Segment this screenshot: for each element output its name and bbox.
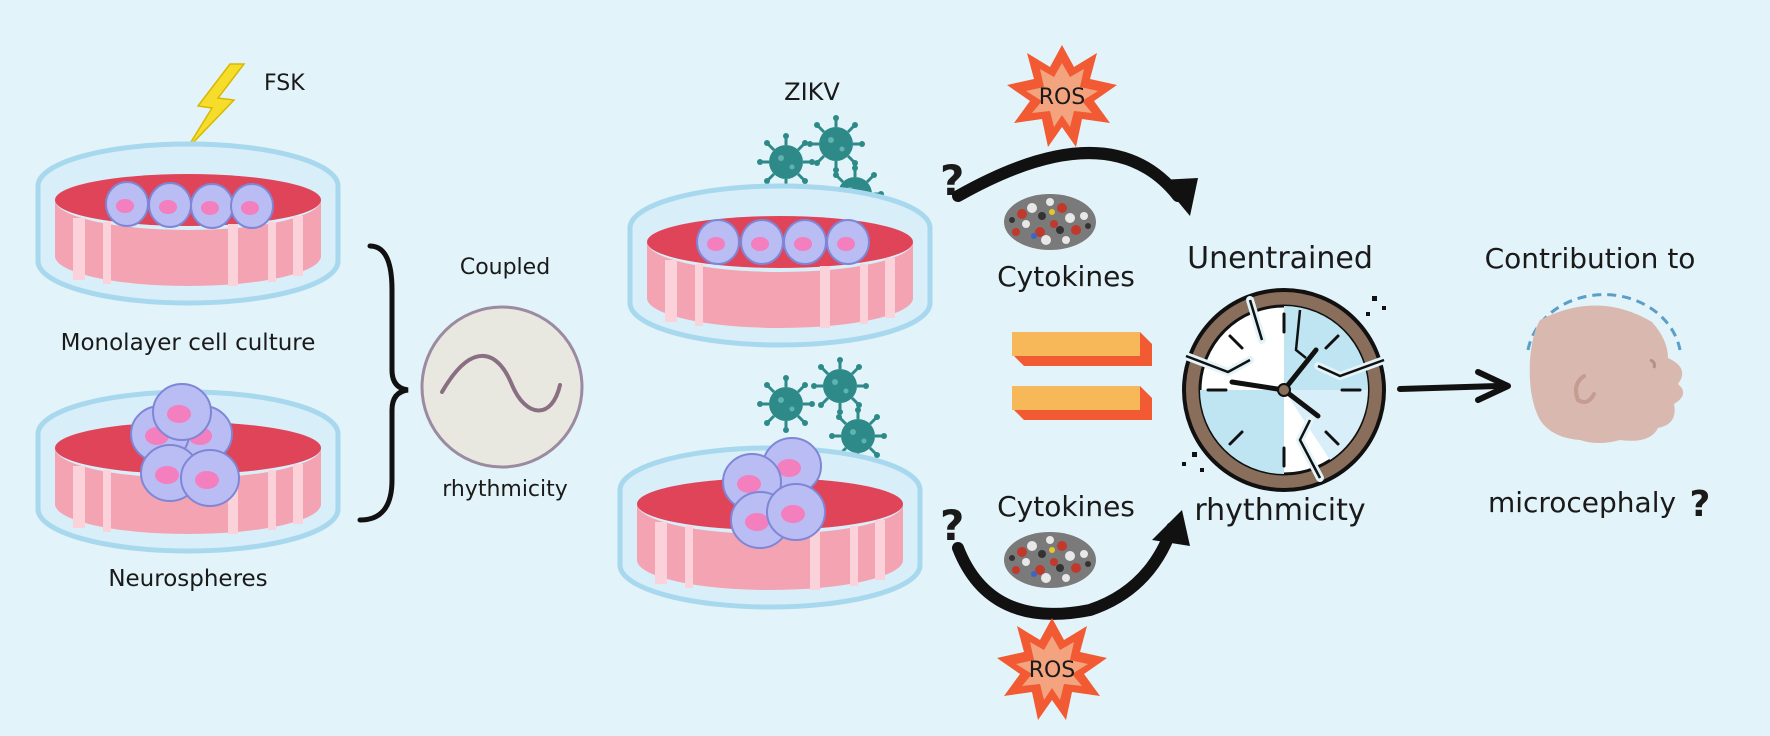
fsk-lightning-icon: [185, 63, 246, 151]
arrow-to-microcephaly-head: [1475, 369, 1511, 403]
microcephaly-label: microcephaly: [1488, 486, 1676, 519]
cytokines-bottom-label: Cytokines: [997, 490, 1135, 523]
rhythmicity-right-label: rhythmicity: [1194, 493, 1365, 528]
coupled-rhythm-circle: [420, 305, 584, 469]
cytokines-top-label: Cytokines: [997, 260, 1135, 293]
infant-head-icon: [1526, 293, 1684, 443]
unentrained-label: Unentrained: [1187, 241, 1373, 276]
zikv-label: ZIKV: [784, 78, 840, 106]
equals-sign: [1012, 332, 1152, 420]
neurospheres-label: Neurospheres: [108, 566, 267, 592]
monolayer-dish: [38, 144, 338, 303]
fsk-label: FSK: [264, 71, 305, 96]
arrow-to-microcephaly: [1397, 383, 1501, 392]
infected-monolayer-dish: [630, 186, 930, 345]
ros-top-label: ROS: [1039, 85, 1086, 110]
cytokine-protein-bottom: [1004, 532, 1096, 588]
cytokine-protein-top: [1004, 194, 1096, 250]
contribution-label: Contribution to: [1485, 242, 1696, 275]
broken-clock-icon: [1182, 288, 1388, 492]
coupled-label: Coupled: [460, 255, 550, 280]
question-mark-microcephaly: ?: [1690, 484, 1711, 525]
arrow-top: [952, 147, 1184, 202]
monolayer-label: Monolayer cell culture: [61, 330, 316, 356]
grouping-brace: [357, 243, 409, 523]
question-mark-bottom: ?: [940, 501, 964, 550]
arrow-top-head: [1160, 178, 1198, 216]
arrow-bottom-head: [1152, 510, 1190, 546]
rhythmicity-left-label: rhythmicity: [442, 477, 568, 502]
ros-bottom-label: ROS: [1029, 658, 1076, 683]
arrow-bottom: [952, 522, 1178, 620]
